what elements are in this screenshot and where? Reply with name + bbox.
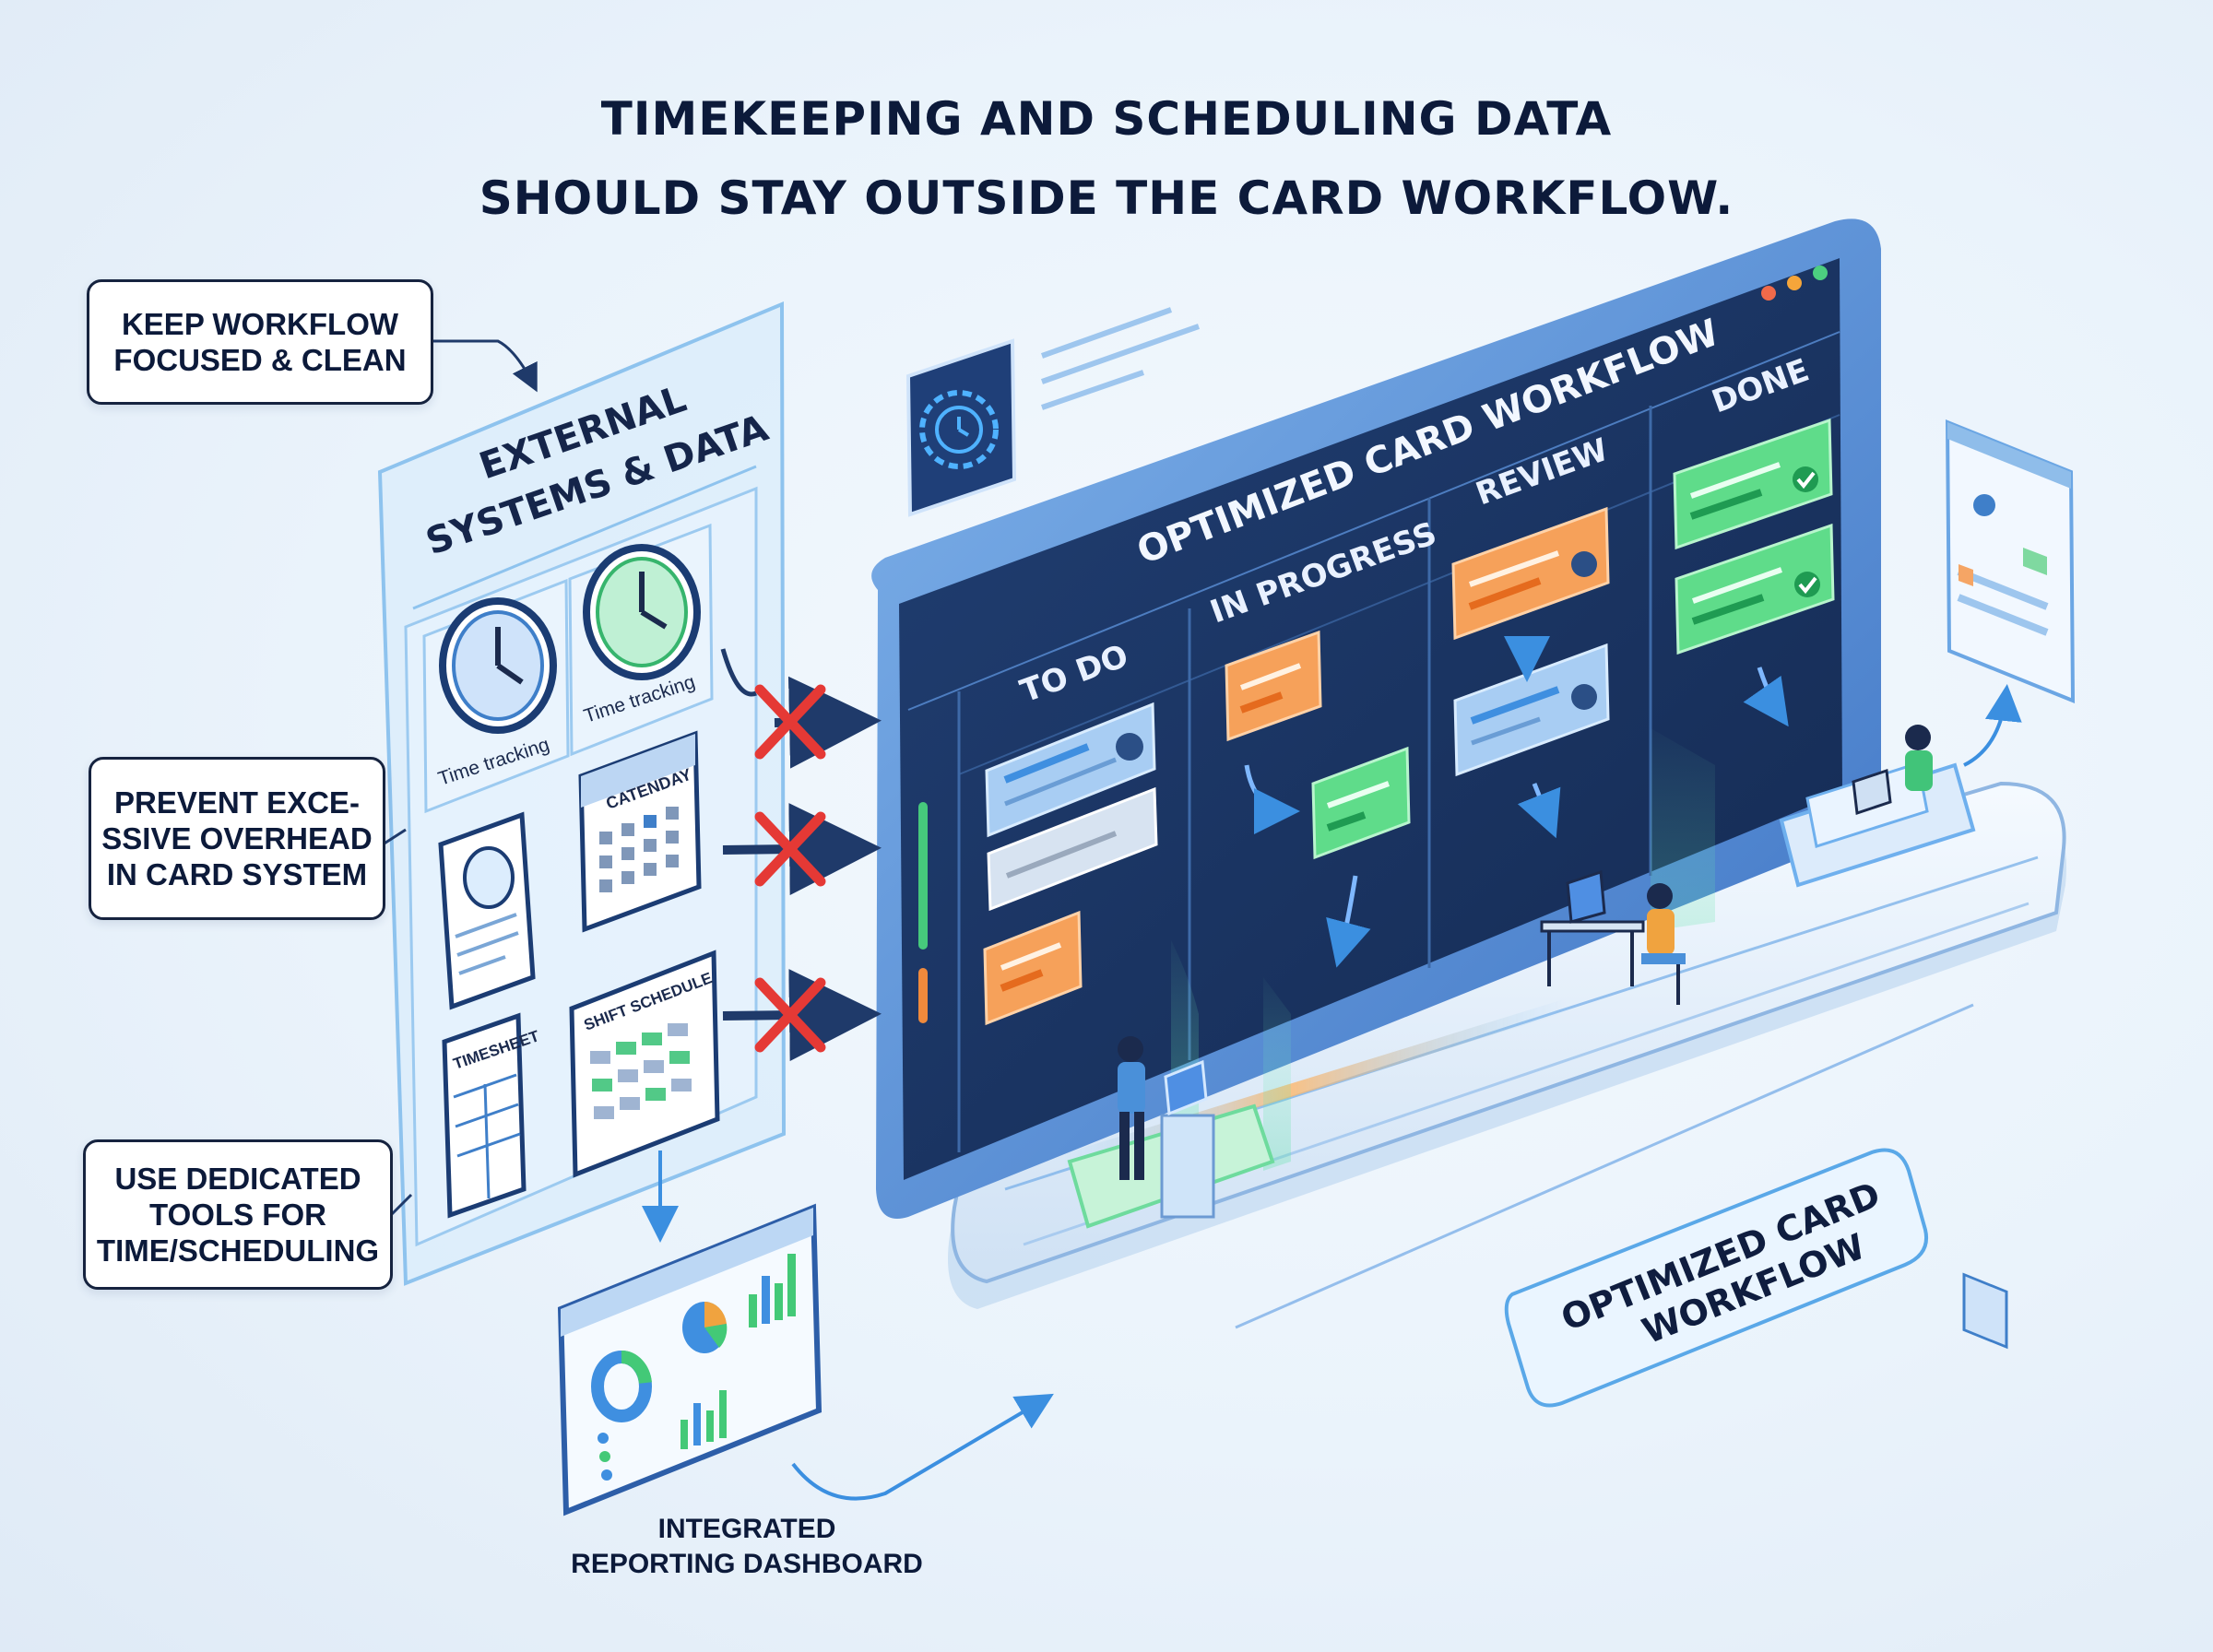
person-desk	[1540, 869, 1686, 1005]
callout-use-line1: USE DEDICATED	[114, 1162, 361, 1196]
blocked-arrow-1	[720, 648, 882, 769]
profile-window	[1945, 419, 2076, 1350]
pie-chart-icon	[682, 1301, 728, 1353]
x-mark-icon	[754, 811, 826, 887]
callout-prevent-line3: IN CARD SYSTEM	[106, 857, 368, 891]
arrow-icon	[430, 339, 538, 393]
shift-schedule-icon: SHIFT SCHEDULE	[569, 950, 720, 1178]
avatar-icon	[1571, 684, 1597, 710]
card-todo-2[interactable]	[987, 786, 1158, 912]
avatar-icon	[1973, 494, 1995, 516]
page-title-line2: SHOULD STAY OUTSIDE THE CARD WORKFLOW.	[479, 171, 1734, 225]
x-mark-icon	[754, 977, 826, 1053]
arrow-icon	[1517, 783, 1561, 839]
page-title-line1: TIMEKEEPING AND SCHEDULING DATA	[600, 92, 1613, 146]
calendar-icon: CATENDAY	[578, 730, 702, 933]
card-review-1[interactable]	[1451, 506, 1610, 641]
x-mark-icon	[754, 684, 826, 760]
external-systems-panel: EXTERNAL SYSTEMS & DATA Time tracking Ti…	[377, 301, 787, 1286]
window-dot-green	[1813, 266, 1828, 280]
optimized-workflow-plate: OPTIMIZED CARD WORKFLOW	[1504, 1148, 1928, 1408]
arrow-icon	[791, 1393, 1054, 1501]
bar-chart-icon	[749, 1254, 796, 1328]
dashboard-label-line1: INTEGRATED	[657, 1514, 836, 1544]
arrow-icon	[1326, 875, 1371, 968]
callout-use-line2: TOOLS FOR	[149, 1198, 326, 1232]
avatar-icon	[1116, 733, 1143, 761]
card-done-2[interactable]	[1675, 523, 1835, 655]
card-done-1[interactable]	[1673, 418, 1833, 550]
callout-prevent-line2: SSIVE OVERHEAD	[101, 821, 373, 856]
check-icon	[1793, 466, 1818, 492]
check-icon	[1794, 572, 1820, 597]
callout-keep-line1: KEEP WORKFLOW	[121, 307, 399, 341]
callout-keep-line2: FOCUSED & CLEAN	[113, 343, 407, 377]
card-inprogress-2[interactable]	[1311, 746, 1411, 860]
gear-clock-icon	[905, 338, 1017, 517]
pie-chart-icon	[591, 1350, 652, 1422]
text-lines-decor	[1040, 307, 1200, 410]
card-todo-3[interactable]	[983, 910, 1083, 1026]
clock-icon	[463, 846, 515, 909]
arrow-icon	[1963, 684, 2022, 767]
timesheet-icon: TIMESHEET	[442, 1012, 542, 1219]
bar-chart-icon	[680, 1390, 727, 1449]
clock-document-tile	[438, 811, 536, 1010]
time-tracking-tile-2: Time tracking	[568, 523, 714, 757]
arrow-icon	[1244, 764, 1300, 834]
reporting-dashboard	[557, 1203, 822, 1516]
blocked-arrow-2	[722, 803, 882, 896]
arrow-icon	[1743, 667, 1789, 727]
card-review-2[interactable]	[1453, 643, 1610, 777]
callout-prevent-overhead: PREVENT EXCE- SSIVE OVERHEAD IN CARD SYS…	[89, 757, 385, 920]
callout-prevent-line1: PREVENT EXCE-	[114, 785, 360, 820]
person-laptop-platform	[1779, 725, 1976, 888]
arrow-icon	[387, 1193, 413, 1219]
person-kiosk	[1067, 1036, 1275, 1229]
window-dot-red	[1761, 286, 1776, 301]
window-dot-orange	[1787, 276, 1802, 290]
callout-keep-focused: KEEP WORKFLOW FOCUSED & CLEAN	[87, 279, 433, 405]
dashboard-label-line2: REPORTING DASHBOARD	[571, 1549, 923, 1579]
blocked-arrow-3	[722, 969, 882, 1062]
dashboard-label: INTEGRATED REPORTING DASHBOARD	[516, 1512, 977, 1582]
callout-use-line3: TIME/SCHEDULING	[96, 1233, 380, 1268]
time-tracking-tile-1: Time tracking	[422, 578, 570, 814]
page-title: TIMEKEEPING AND SCHEDULING DATA SHOULD S…	[0, 79, 2213, 238]
avatar-icon	[1571, 551, 1597, 577]
card-todo-1[interactable]	[985, 702, 1156, 838]
card-inprogress-1[interactable]	[1225, 630, 1322, 742]
callout-use-dedicated-tools: USE DEDICATED TOOLS FOR TIME/SCHEDULING	[83, 1139, 393, 1290]
